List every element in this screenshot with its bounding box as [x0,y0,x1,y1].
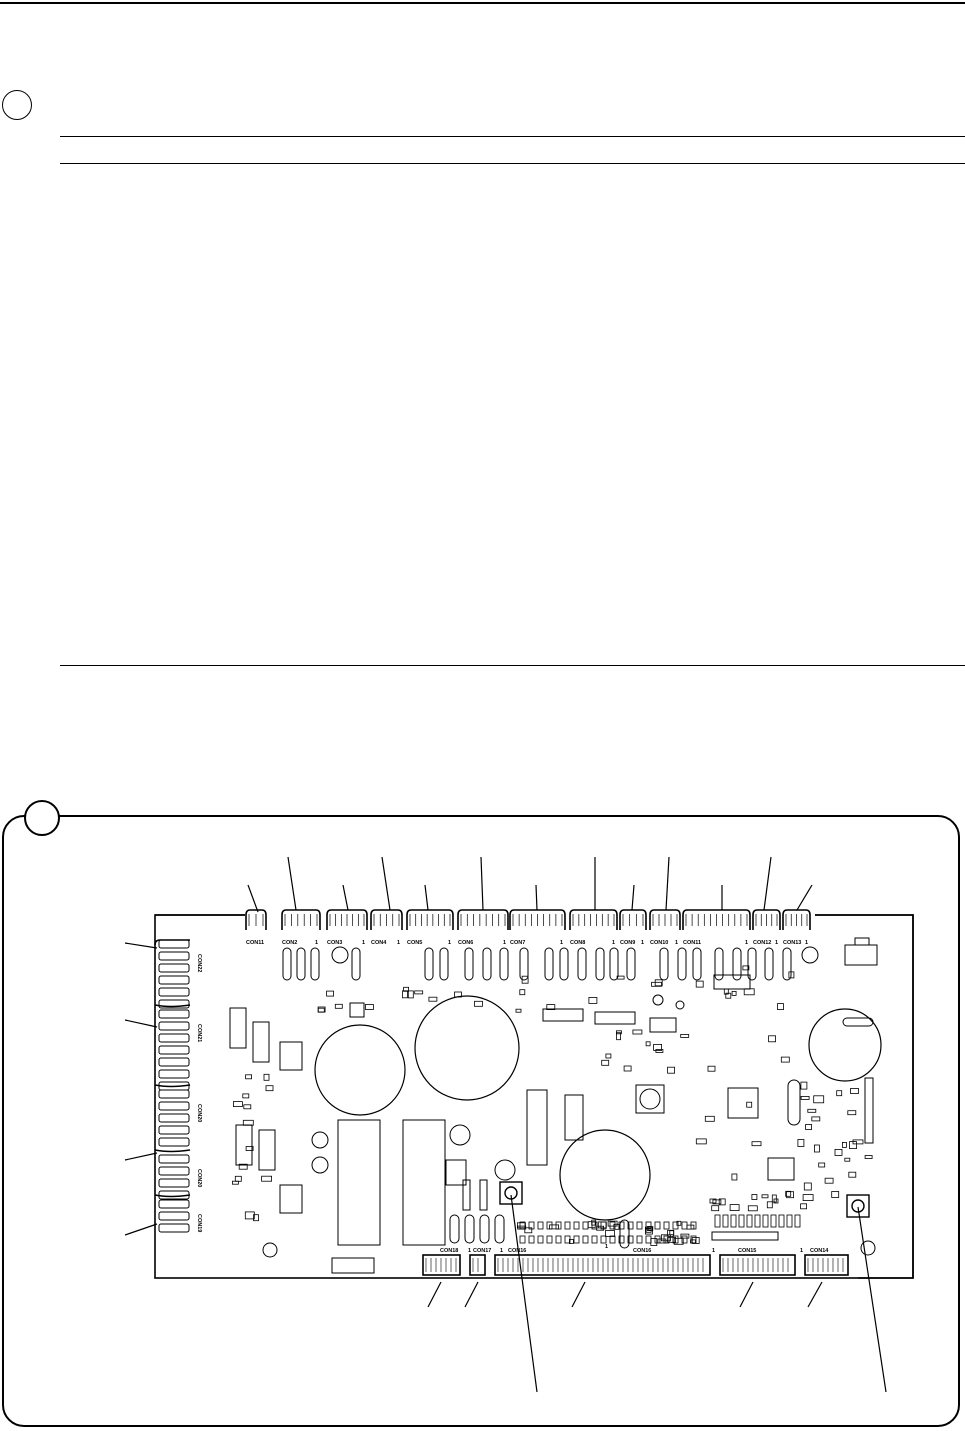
pin-one-marker: 1 [397,940,400,946]
top-connector-label: CON9 [620,940,635,946]
ic-chip [542,1008,584,1022]
ic-chip [767,1157,795,1181]
ic-chip [279,1184,303,1214]
callout-leader [807,1281,823,1308]
callout-leader [535,884,538,911]
pin-one-marker: 1 [448,940,451,946]
pin-one-marker: 1 [503,940,506,946]
left-connector-label: CON21 [196,1024,202,1042]
pin-one-marker: 1 [800,1248,803,1254]
bottom-connector-label: CON15 [738,1248,756,1254]
ic-chip [713,974,751,990]
callout-leader [763,856,772,911]
callout-leader [857,1206,887,1393]
resistor [479,1179,488,1211]
relay [564,1094,584,1141]
pin-one-marker: 1 [712,1248,715,1254]
bottom-connector-label: CON16 [508,1248,526,1254]
capacitor [808,1008,882,1082]
left-connector-label: CON19 [196,1214,202,1232]
pin-one-marker: 1 [315,940,318,946]
resistor [229,1007,247,1049]
callout-leader [665,856,670,911]
left-connector-label: CON22 [196,954,202,972]
relay [445,1159,467,1186]
pin-one-marker: 1 [605,1244,608,1250]
ic-chip [279,1041,303,1071]
pin-one-marker: 1 [362,940,365,946]
callout-leader [287,856,297,911]
top-connector-label: CON11 [683,940,701,946]
capacitor [414,995,520,1101]
ic-chip [727,1087,759,1119]
left-connector-label: CON20 [196,1104,202,1122]
top-connector-label: CON7 [510,940,525,946]
table-rule-bottom [60,665,965,666]
top-connector-label: CON12 [753,940,771,946]
pin-one-marker: 1 [675,940,678,946]
top-connector-label: CON4 [371,940,387,946]
pin-one-marker: 1 [775,940,778,946]
callout-leader [247,884,259,913]
callout-leader [424,884,429,911]
top-connector-label: CON13 [783,940,801,946]
ic-chip [649,1017,677,1033]
relay [331,1257,375,1274]
callout-leader [381,856,391,911]
push-button [499,1181,523,1205]
pin-one-marker: 1 [805,940,808,946]
figure-frame [2,815,960,1427]
table-rule-header [60,163,965,164]
callout-leader [510,1194,538,1393]
ic-chip [349,1002,365,1018]
top-connector-label: CON6 [458,940,473,946]
ic-chip [594,1011,636,1025]
top-connector-label: CON2 [282,940,297,946]
pin-one-marker: 1 [560,940,563,946]
relay [526,1089,548,1166]
resistor [462,1179,471,1211]
pin-one-marker: 1 [261,940,264,946]
bottom-connector-label: CON17 [473,1248,491,1254]
bottom-connector-label: CON14 [810,1248,829,1254]
section-badge-1 [2,90,32,120]
top-border-line [0,2,965,4]
capacitor [314,1024,406,1116]
top-connector-label: CON5 [407,940,422,946]
pin-one-marker: 1 [745,940,748,946]
push-button [846,1194,870,1218]
pin-one-marker: 1 [612,940,615,946]
callout-leader [124,942,158,949]
callout-leader [124,1223,158,1236]
top-connector-label: CON3 [327,940,342,946]
relay [337,1119,381,1246]
bottom-connector-label: CON18 [440,1248,458,1254]
resistor [235,1124,253,1166]
resistor [258,1129,276,1171]
pin-one-marker: 1 [468,1248,471,1254]
callout-leader [571,1281,586,1308]
callout-leader [124,1152,158,1161]
pin-one-marker: 1 [500,1248,503,1254]
top-connector-label: CON1 [246,940,261,946]
section-badge-2 [24,800,60,836]
resistor [252,1021,270,1063]
callout-leader [427,1281,442,1308]
callout-leader [124,1019,158,1028]
capacitor [559,1129,651,1221]
bottom-connector-label: CON16 [633,1248,651,1254]
left-connector-label: CON20 [196,1169,202,1187]
callout-leader [480,856,484,911]
callout-leader [796,884,813,911]
table-rule-top [60,136,965,137]
top-connector-label: CON10 [650,940,668,946]
top-connector-label: CON8 [570,940,585,946]
relay [402,1119,446,1246]
pin-one-marker: 1 [641,940,644,946]
callout-leader [342,884,349,911]
callout-leader [631,884,635,911]
callout-leader [739,1281,754,1308]
callout-leader [464,1281,479,1308]
